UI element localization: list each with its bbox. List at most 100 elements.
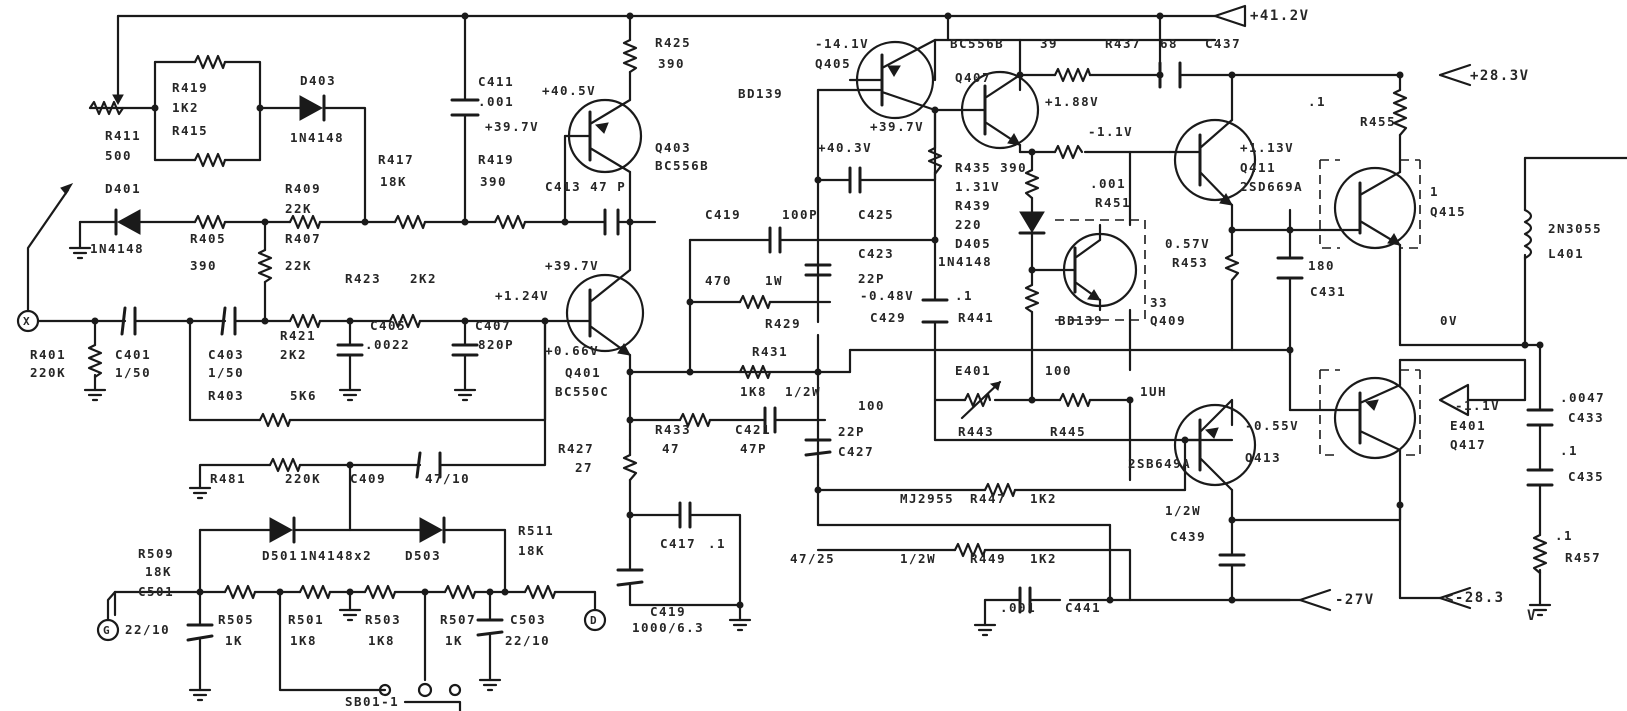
resistor-r457 bbox=[1532, 533, 1548, 575]
resistor-r405 bbox=[193, 214, 227, 230]
component-label: R449 bbox=[970, 551, 1006, 566]
rail-arrows bbox=[1213, 4, 1472, 612]
component-label: D401 bbox=[105, 181, 141, 196]
trimmer-arrowhead-r443 bbox=[989, 381, 1001, 391]
component-label: +1.13V bbox=[1240, 140, 1294, 155]
diode-d401 bbox=[114, 208, 141, 236]
component-label: 39 bbox=[1040, 36, 1058, 51]
component-label: .001 bbox=[1000, 600, 1036, 615]
component-label: R437 bbox=[1105, 36, 1141, 51]
capacitor-c425 bbox=[848, 166, 862, 194]
component-label: 1000/6.3 bbox=[632, 620, 704, 635]
component-label: C419 bbox=[650, 604, 686, 619]
capacitor-c419-elect bbox=[616, 568, 644, 587]
transistor-q415 bbox=[1319, 159, 1421, 250]
resistor-r423 bbox=[388, 313, 422, 329]
component-label: R451 bbox=[1095, 195, 1131, 210]
component-label: 100 bbox=[858, 398, 885, 413]
component-label: +39.7V bbox=[545, 258, 599, 273]
resistor-r419 bbox=[493, 214, 527, 230]
component-label: 22K bbox=[285, 201, 312, 216]
component-label: 47/25 bbox=[790, 551, 835, 566]
component-label: -14.1V bbox=[815, 36, 869, 51]
component-label: 0.57V bbox=[1165, 236, 1210, 251]
capacitor-c405 bbox=[336, 343, 364, 357]
component-label: R447 bbox=[970, 491, 1006, 506]
g-terminal[interactable]: G bbox=[96, 618, 120, 642]
rail-label: V bbox=[1527, 608, 1537, 624]
resistor-r413 bbox=[193, 54, 227, 70]
component-label: MJ2955 bbox=[900, 491, 954, 506]
rail-label: 0V bbox=[1440, 313, 1458, 328]
component-label: -0.55V bbox=[1245, 418, 1299, 433]
input-arrow bbox=[26, 188, 70, 313]
component-label: Q407 bbox=[955, 70, 991, 85]
resistor-r455 bbox=[1392, 88, 1408, 137]
resistor-r431 bbox=[738, 364, 772, 380]
transistor-q403 bbox=[563, 98, 643, 174]
component-label: 1 bbox=[1430, 184, 1439, 199]
component-label: Q411 bbox=[1240, 160, 1276, 175]
component-label: R445 bbox=[1050, 424, 1086, 439]
input-terminal[interactable]: X bbox=[16, 309, 40, 333]
transistor-q409 bbox=[1055, 219, 1146, 321]
resistor-r503 bbox=[363, 584, 397, 600]
component-label: R403 bbox=[208, 388, 244, 403]
capacitor-c427 bbox=[804, 438, 832, 457]
resistors bbox=[87, 38, 1548, 600]
component-label: L401 bbox=[1548, 246, 1584, 261]
inductor-l401 bbox=[1523, 208, 1533, 260]
component-label: 1.31V bbox=[955, 179, 1000, 194]
ground-icon bbox=[728, 618, 752, 632]
component-label: 1K bbox=[445, 633, 463, 648]
component-label: 22P bbox=[838, 424, 865, 439]
component-label: R435 390 bbox=[955, 160, 1027, 175]
capacitor-c503 bbox=[476, 618, 504, 637]
capacitor-c401 bbox=[120, 306, 137, 336]
component-label: C405 bbox=[370, 318, 406, 333]
g-terminal-label: G bbox=[103, 624, 111, 637]
component-label: 1K8 bbox=[290, 633, 317, 648]
component-label: -1.1V bbox=[1455, 398, 1500, 413]
component-label: +39.7V bbox=[485, 119, 539, 134]
input-arrowhead bbox=[60, 183, 74, 195]
diode-d503 bbox=[419, 516, 446, 544]
component-label: 470 bbox=[705, 273, 732, 288]
component-label: R417 bbox=[378, 152, 414, 167]
component-label: C503 bbox=[510, 612, 546, 627]
component-label: R433 bbox=[655, 422, 691, 437]
ground-icon bbox=[338, 608, 362, 622]
component-label: +1.24V bbox=[495, 288, 549, 303]
capacitor-c433 bbox=[1526, 408, 1554, 427]
switch-sb01-1[interactable] bbox=[378, 682, 462, 711]
component-label: .1 bbox=[708, 536, 726, 551]
component-label: 1K2 bbox=[1030, 491, 1057, 506]
component-label: 1K2 bbox=[1030, 551, 1057, 566]
resistor-r427 bbox=[622, 453, 638, 482]
component-label: D503 bbox=[405, 548, 441, 563]
component-label: C427 bbox=[838, 444, 874, 459]
component-label: SB01-1 bbox=[345, 694, 399, 709]
component-label: 1N4148 bbox=[938, 254, 992, 269]
component-label: C411 bbox=[478, 74, 514, 89]
resistor-r415 bbox=[193, 152, 227, 168]
component-label: 500 bbox=[105, 148, 132, 163]
component-label: 2K2 bbox=[410, 271, 437, 286]
ground-icon bbox=[188, 486, 212, 500]
input-terminal-label: X bbox=[23, 315, 31, 328]
ground-icon bbox=[973, 623, 997, 637]
rail-label: +28.3V bbox=[1470, 68, 1530, 84]
resistor-r481 bbox=[268, 457, 302, 473]
resistor-r411 bbox=[88, 100, 125, 116]
component-label: 1/50 bbox=[115, 365, 151, 380]
d-terminal[interactable]: D bbox=[583, 608, 607, 632]
capacitor-c409 bbox=[415, 451, 442, 479]
component-label: Q405 bbox=[815, 56, 851, 71]
component-label: C501 bbox=[138, 584, 174, 599]
component-label: +40.3V bbox=[818, 140, 872, 155]
component-label: 1K8 bbox=[740, 384, 767, 399]
component-label: 47 bbox=[662, 441, 680, 456]
component-label: 100P bbox=[782, 207, 818, 222]
resistor-r449 bbox=[953, 542, 987, 558]
